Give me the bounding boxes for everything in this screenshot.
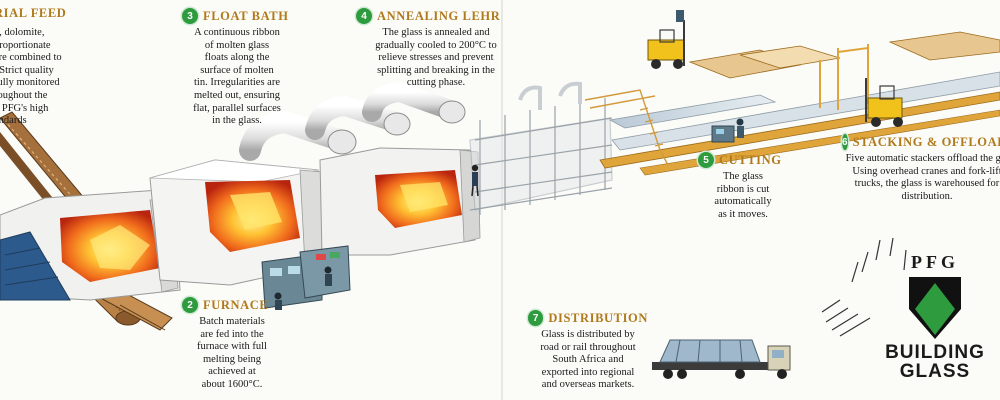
worker-figure (471, 164, 479, 197)
step-distribution: 7 DISTRIBUTION Glass is distributed by r… (528, 310, 648, 392)
step-cutting: 5 CUTTING The glass ribbon is cut automa… (698, 152, 788, 221)
step-title: STACKING & OFFLOADIN (852, 134, 1000, 149)
logo-motion-lines (821, 237, 907, 337)
ventilation-ducts (239, 81, 466, 161)
step-number-badge: 7 (528, 310, 544, 326)
walkway-stairs (584, 89, 669, 166)
step-title: DISTRIBUTION (548, 310, 648, 325)
logo-line-1: BUILDING (885, 342, 985, 363)
step-title: CUTTING (719, 152, 782, 167)
distribution-truck (652, 339, 791, 379)
step-furnace: 2 FURNACE Batch materials are fed into t… (182, 297, 282, 392)
step-title: FURNACE (203, 297, 269, 312)
logo-brand: PFG (911, 252, 959, 272)
step-title: RIAL FEED (0, 6, 67, 20)
stacking-platforms (688, 31, 1000, 110)
logo-line-2: GLASS (899, 361, 971, 382)
step-number-badge: 5 (698, 152, 714, 168)
step-description: The glass is annealed and gradually cool… (375, 27, 497, 89)
step-number-badge: 6 (842, 134, 848, 150)
lehr-frame (469, 81, 613, 215)
annealing-chamber (319, 147, 481, 256)
step-raw-material-feed: RIAL FEED h, dolomite, proportionate are… (0, 6, 74, 128)
forklift-right (865, 78, 903, 127)
logo-diamond-icon (909, 277, 961, 339)
step-description: h, dolomite, proportionate are combined … (0, 27, 62, 127)
control-consoles (261, 245, 351, 310)
step-stacking-offloading: 6 STACKING & OFFLOADIN Five automatic st… (842, 134, 1000, 203)
step-title: FLOAT BATH (203, 8, 289, 23)
float-bath (149, 159, 327, 286)
step-number-badge: 2 (182, 297, 198, 313)
step-title: ANNEALING LEHR (377, 8, 501, 23)
step-number-badge: 3 (182, 8, 198, 24)
step-description: Batch materials are fed into the furnace… (197, 316, 267, 390)
cutting-station (711, 118, 744, 143)
step-number-badge: 4 (356, 8, 372, 24)
step-annealing-lehr: 4 ANNEALING LEHR The glass is annealed a… (356, 8, 516, 90)
step-description: Five automatic stackers offload the gla … (845, 153, 1000, 202)
step-description: The glass ribbon is cut automatically as… (714, 171, 772, 220)
pfg-building-glass-logo: PFG BUILDING GLASS (875, 252, 995, 381)
forklift-left (647, 10, 685, 69)
step-description: Glass is distributed by road or rail thr… (540, 329, 636, 391)
step-float-bath: 3 FLOAT BATH A continuous ribbon of molt… (182, 8, 292, 128)
step-description: A continuous ribbon of molten glass floa… (193, 27, 281, 127)
